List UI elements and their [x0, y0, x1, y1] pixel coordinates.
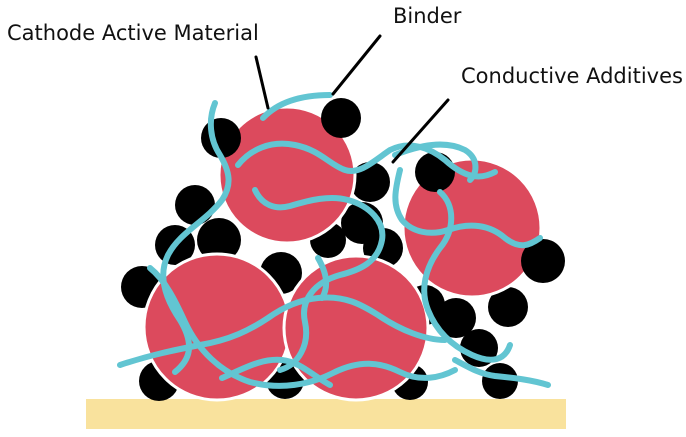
binder-strand	[315, 255, 330, 301]
leader-line-cathode	[254, 55, 270, 110]
conductive-additive-particle	[488, 287, 528, 327]
conductive-additive-particle	[197, 218, 241, 262]
leader-line-binder	[331, 34, 382, 96]
active-material-particle	[217, 105, 357, 245]
conductive-additive-particle	[482, 363, 518, 399]
binder-strand	[160, 92, 333, 375]
label-binder: Binder	[393, 4, 462, 28]
conductive-additive-particle	[436, 298, 476, 338]
binder-strand	[392, 141, 479, 183]
current-collector	[86, 399, 566, 429]
binder-strand	[421, 189, 513, 363]
binder-strand	[452, 357, 551, 388]
binder-strands	[117, 92, 551, 389]
label-cathode-active-material: Cathode Active Material	[7, 21, 259, 45]
label-conductive-additives: Conductive Additives	[461, 64, 683, 88]
binder-strand	[235, 140, 498, 180]
binder-strand	[117, 294, 448, 368]
conductive-additive-particle	[321, 98, 361, 138]
leader-line-additives	[391, 98, 450, 164]
binder-strand	[147, 265, 458, 389]
conductive-additive-particle	[175, 185, 215, 225]
conductive-additive-particle	[521, 239, 565, 283]
conductive-additive-particle	[415, 152, 455, 192]
binder-strand	[252, 187, 386, 373]
leader-lines	[254, 34, 450, 164]
active-material-particle	[282, 254, 430, 402]
binder-strand	[219, 356, 333, 388]
